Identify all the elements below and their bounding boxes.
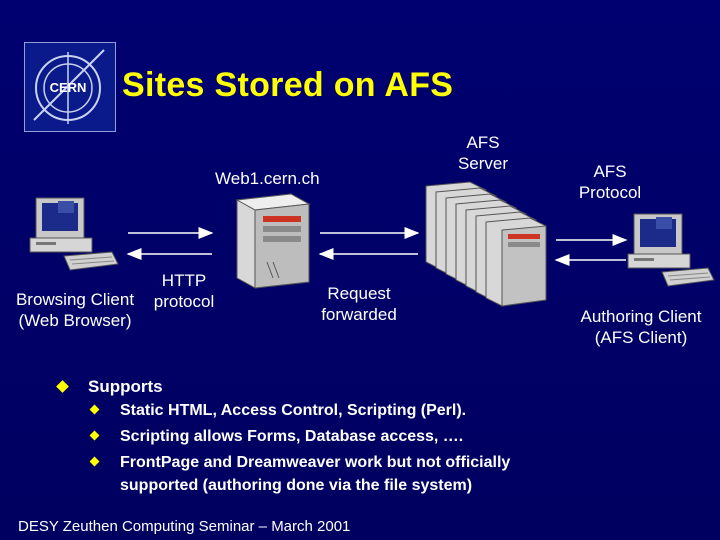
cern-logo: CERN bbox=[24, 42, 116, 132]
bullet-sub-3-continuation: supported (authoring done via the file s… bbox=[54, 476, 654, 496]
afs-protocol-label: AFS Protocol bbox=[572, 161, 648, 203]
bullet-sub-continuation-text: supported (authoring done via the file s… bbox=[120, 477, 473, 494]
slide-footer: DESY Zeuthen Computing Seminar – March 2… bbox=[18, 518, 351, 535]
browsing-client-label-line1: Browsing Client bbox=[15, 290, 135, 309]
browsing-client-label-line2: (Web Browser) bbox=[18, 311, 132, 330]
afs-server-label-line2: Server bbox=[457, 154, 509, 173]
authoring-client-label-line2: (AFS Client) bbox=[594, 328, 688, 347]
browsing-client-computer-icon bbox=[29, 197, 119, 271]
request-forwarded-label: Request forwarded bbox=[316, 283, 402, 325]
http-label-line2: protocol bbox=[153, 292, 215, 311]
web-server-label: Web1.cern.ch bbox=[215, 169, 320, 188]
request-label-line1: Request bbox=[327, 284, 391, 303]
bullet-list: Supports Static HTML, Access Control, Sc… bbox=[54, 376, 654, 496]
afs-server-stack-icon bbox=[425, 181, 547, 307]
request-label-line2: forwarded bbox=[321, 305, 397, 324]
web-server-icon bbox=[235, 193, 311, 289]
afs-server-label: AFS Server bbox=[452, 132, 514, 174]
bullet-icon bbox=[89, 404, 100, 415]
bullet-sub-text: FrontPage and Dreamweaver work but not o… bbox=[120, 454, 511, 471]
bullet-main-text: Supports bbox=[88, 377, 163, 396]
bullet-sub-text: Static HTML, Access Control, Scripting (… bbox=[120, 402, 467, 419]
slide-title: Sites Stored on AFS bbox=[122, 66, 454, 104]
bullet-sub-3: FrontPage and Dreamweaver work but not o… bbox=[54, 450, 654, 476]
afs-protocol-label-line1: AFS bbox=[593, 162, 627, 181]
bullet-icon bbox=[56, 380, 69, 393]
http-label-line1: HTTP bbox=[161, 271, 207, 290]
bullet-sub-text: Scripting allows Forms, Database access,… bbox=[120, 428, 464, 445]
authoring-client-label: Authoring Client (AFS Client) bbox=[574, 306, 708, 348]
logo-text: CERN bbox=[50, 80, 87, 95]
http-protocol-label: HTTP protocol bbox=[146, 270, 222, 312]
afs-server-label-line1: AFS bbox=[466, 133, 500, 152]
afs-protocol-label-line2: Protocol bbox=[578, 183, 642, 202]
bullet-sub-2: Scripting allows Forms, Database access,… bbox=[54, 424, 654, 450]
bullet-icon bbox=[89, 430, 100, 441]
browsing-client-label: Browsing Client (Web Browser) bbox=[10, 289, 140, 331]
authoring-client-computer-icon bbox=[627, 213, 715, 287]
authoring-client-label-line1: Authoring Client bbox=[580, 307, 702, 326]
bullet-sub-1: Static HTML, Access Control, Scripting (… bbox=[54, 398, 654, 424]
bullet-main: Supports bbox=[54, 376, 654, 398]
bullet-icon bbox=[89, 456, 100, 467]
